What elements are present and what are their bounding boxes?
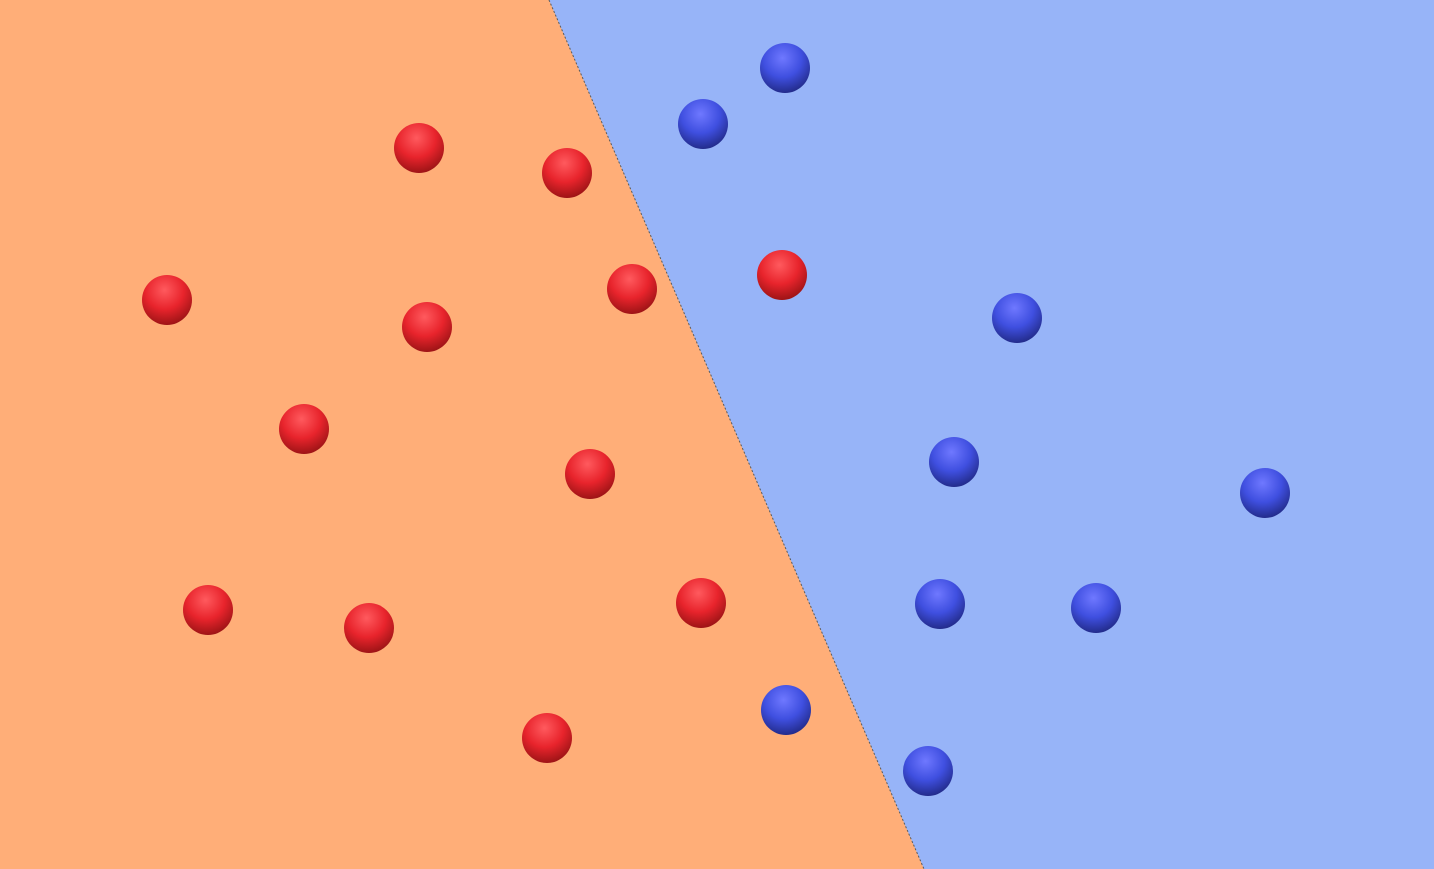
red-point <box>394 123 444 173</box>
blue-point <box>761 685 811 735</box>
red-point <box>542 148 592 198</box>
blue-point <box>992 293 1042 343</box>
points-layer <box>142 43 1290 796</box>
red-point <box>142 275 192 325</box>
red-point <box>607 264 657 314</box>
blue-point <box>1071 583 1121 633</box>
red-point <box>565 449 615 499</box>
blue-point <box>903 746 953 796</box>
blue-point <box>678 99 728 149</box>
red-point <box>522 713 572 763</box>
left-region <box>0 0 924 869</box>
blue-point <box>915 579 965 629</box>
blue-point <box>929 437 979 487</box>
red-point <box>279 404 329 454</box>
red-point <box>344 603 394 653</box>
red-point <box>757 250 807 300</box>
red-point <box>402 302 452 352</box>
red-point <box>183 585 233 635</box>
blue-point <box>760 43 810 93</box>
decision-boundary <box>548 0 925 869</box>
red-point <box>676 578 726 628</box>
blue-point <box>1240 468 1290 518</box>
